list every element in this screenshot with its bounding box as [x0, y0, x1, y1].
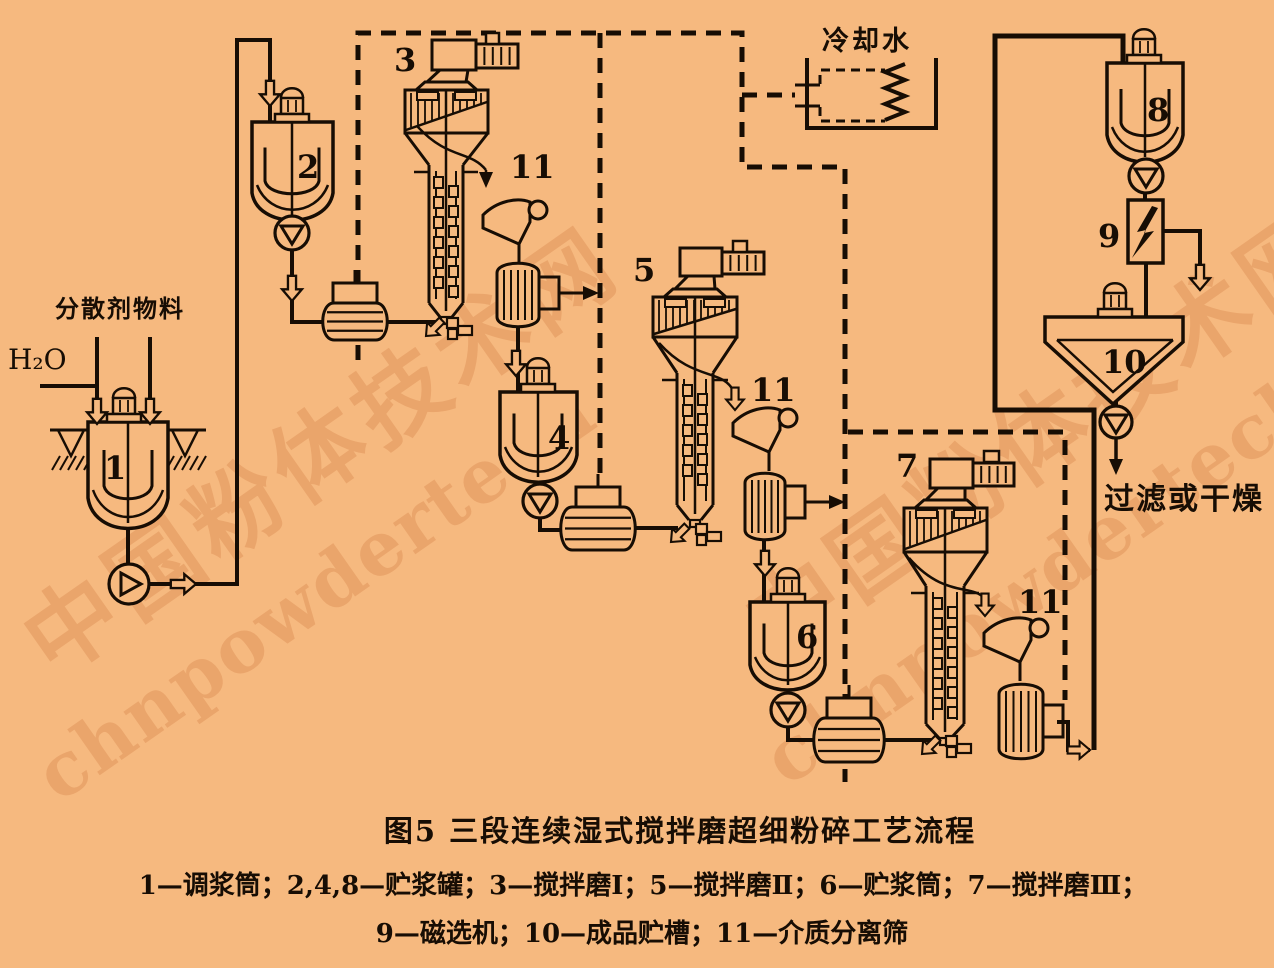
sieve-motor-stage2	[743, 471, 845, 542]
equipment-number-6: 6	[796, 618, 818, 656]
media-sieve-11-stage1	[481, 198, 549, 263]
pump-tank6	[769, 691, 807, 729]
tank-6-storage	[748, 567, 827, 692]
equipment-number-11-stage1: 11	[510, 148, 555, 186]
equipment-number-5: 5	[633, 251, 655, 289]
equipment-number-4: 4	[548, 419, 570, 457]
media-sieve-11-stage2	[731, 406, 799, 471]
h2o-label: H₂O	[8, 343, 67, 376]
tank1-supports	[50, 428, 207, 471]
pump-tank1	[107, 562, 151, 606]
mill-5-stirred-mill-II	[651, 239, 766, 547]
figure-title: 图5 三段连续湿式搅拌磨超细粉碎工艺流程	[384, 814, 976, 848]
equipment-number-3: 3	[394, 41, 416, 79]
pump-tank4	[521, 482, 559, 520]
feed-pump-mill5	[559, 474, 637, 552]
media-sieve-11-stage3	[982, 616, 1050, 681]
caption: 图5 三段连续湿式搅拌磨超细粉碎工艺流程 1—调浆筒；2,4,8—贮浆罐；3—搅拌…	[139, 814, 1148, 949]
sieve-motor-stage1	[495, 261, 599, 329]
equipment-number-7: 7	[896, 447, 918, 485]
tank-2-storage	[250, 87, 335, 222]
equipment-number-10: 10	[1102, 343, 1147, 381]
cooling-dashed-lines	[355, 30, 1068, 782]
pump-tank10	[1098, 404, 1134, 440]
equipment-number-11-stage3: 11	[1018, 583, 1063, 621]
cooling-water-label: 冷却水	[822, 26, 912, 57]
figure-legend-line1: 1—调浆筒；2,4,8—贮浆罐；3—搅拌磨Ⅰ；5—搅拌磨Ⅱ；6—贮浆筒；7—搅拌…	[139, 870, 1148, 901]
cooling-water-exchanger	[795, 58, 938, 130]
magnetic-separator-9	[1126, 198, 1165, 265]
equipment-number-8: 8	[1147, 91, 1169, 129]
mill-3-stirred-mill-I	[403, 31, 520, 341]
flow-arrows	[84, 79, 1213, 762]
equipment-number-2: 2	[297, 148, 319, 186]
flow-lines	[40, 33, 1202, 752]
equipment-number-11-stage2: 11	[751, 371, 796, 409]
pump-tank8	[1127, 157, 1165, 195]
figure-legend-line2: 9—磁选机；10—成品贮槽；11—介质分离筛	[376, 918, 908, 949]
dispersant-material-label: 分散剂物料	[55, 294, 185, 323]
tank-4-storage	[498, 357, 579, 484]
feed-pump-mill3	[321, 270, 389, 342]
equipment-number-1: 1	[104, 449, 126, 487]
filter-or-dry-label: 过滤或干燥	[1104, 482, 1264, 517]
feed-pump-mill7	[812, 685, 886, 764]
pump-tank2	[273, 214, 311, 252]
equipment-number-9: 9	[1098, 217, 1120, 255]
product-tank-10	[1043, 282, 1185, 407]
tank-1-slurry-mixer	[86, 387, 170, 531]
sieve-motor-stage3	[997, 682, 1065, 761]
